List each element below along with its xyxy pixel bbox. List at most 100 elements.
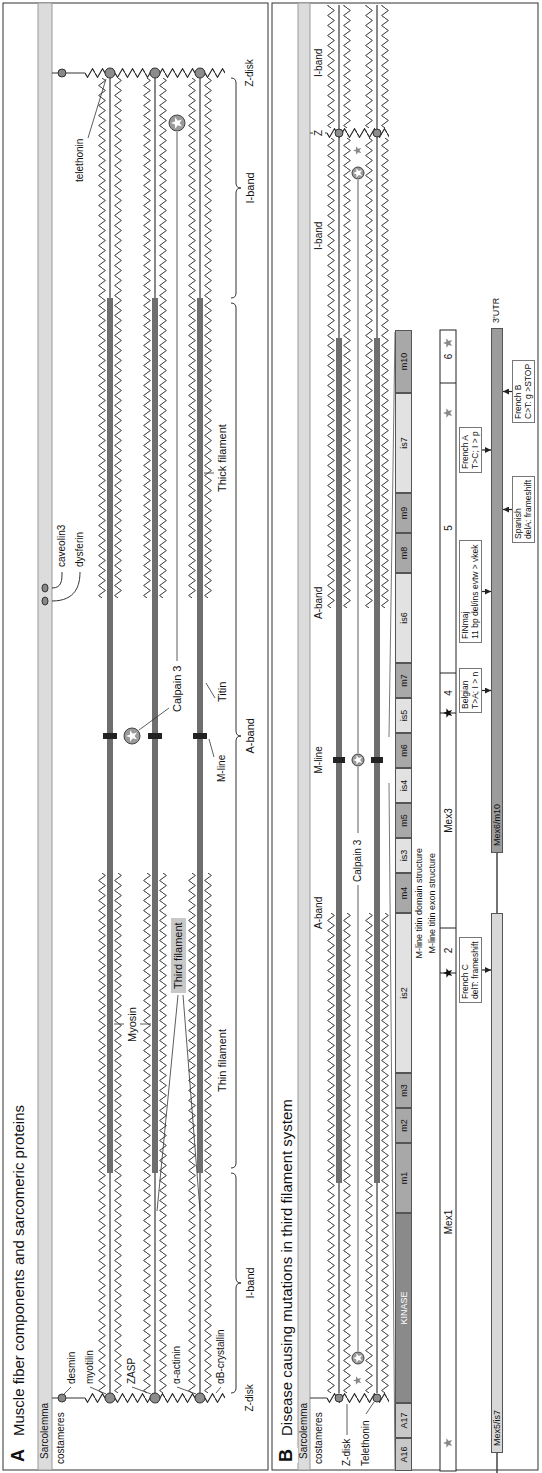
z-disk-protein xyxy=(373,129,381,137)
node-text: T>C; I > p xyxy=(471,431,481,469)
node-text: 11 bp del/ins evtw > vkek xyxy=(471,544,481,639)
gene-exon-box: Mex5/is7 xyxy=(491,913,503,1453)
node-text: m9 xyxy=(399,507,409,520)
leader-line xyxy=(366,1402,374,1414)
node-text: is5 xyxy=(399,710,409,722)
mutation-arrow xyxy=(503,509,512,510)
protein-label: desmin xyxy=(66,1351,78,1385)
z-disk-protein xyxy=(105,68,115,78)
band-label: A-band xyxy=(313,586,325,620)
leader-line xyxy=(177,132,178,661)
domain-segment: A16 xyxy=(395,1438,412,1471)
node-text: delT: frameshift xyxy=(471,941,481,999)
mutation-callout: French AT>C; I > p xyxy=(459,427,482,473)
star-mark xyxy=(353,755,362,765)
star-mark xyxy=(443,408,452,418)
mutation-arrow xyxy=(482,591,491,592)
band-label: A-band xyxy=(244,717,257,754)
membrane-protein xyxy=(58,1394,66,1402)
node-text: is2 xyxy=(399,987,409,999)
star-mark xyxy=(353,146,361,1385)
protein-label: Myosin xyxy=(126,1006,139,1043)
star-mark xyxy=(126,730,137,741)
domain-segment: m8 xyxy=(395,533,412,573)
leader-line xyxy=(358,767,359,833)
m-line-mark xyxy=(193,733,207,739)
node-text: delA: frameshift xyxy=(524,480,534,539)
star-mark xyxy=(171,117,182,128)
calpain-symbol xyxy=(352,1352,364,1364)
sarcolemma-bar xyxy=(38,3,310,1470)
node-text: Mex6/m10 xyxy=(492,804,502,846)
z-disk-protein xyxy=(335,1394,343,1402)
leader-line xyxy=(206,683,215,698)
node-text: Mex3 xyxy=(443,808,454,832)
track-label: M-line titin exon structure xyxy=(427,852,438,955)
domain-segment: A17 xyxy=(395,1403,412,1438)
gene-exon-box: Mex6/m10 xyxy=(491,328,503,853)
calpain-symbol xyxy=(124,728,140,744)
band-label: A-band xyxy=(313,896,325,930)
structure-label: costameres xyxy=(55,1411,67,1465)
star-mark xyxy=(353,146,361,155)
node-text: T>A; I > n xyxy=(471,672,481,709)
structure-label: Z-disk xyxy=(341,1438,353,1467)
band-label: Z-disk xyxy=(244,1383,256,1412)
protein-label: ZASP xyxy=(126,1357,138,1385)
thin-filament xyxy=(98,78,106,598)
band-label: Z-disk xyxy=(244,58,256,87)
leader-line xyxy=(140,1024,151,1025)
z-disk xyxy=(327,128,389,138)
panel-title: Muscle fiber components and sarcomeric p… xyxy=(10,1104,28,1437)
domain-segment: m6 xyxy=(395,733,412,768)
leader-line xyxy=(177,1387,196,1394)
panel-frame xyxy=(3,3,538,1470)
domain-segment: is2 xyxy=(395,913,412,1073)
panel-letter: A xyxy=(8,1448,30,1463)
membrane-protein xyxy=(42,69,66,1402)
thin-filament xyxy=(365,138,373,608)
z-disk xyxy=(85,68,389,1403)
thin-filament xyxy=(159,78,167,598)
thin-filament xyxy=(343,138,351,608)
mutation-arrow xyxy=(482,690,491,691)
band-label: Z xyxy=(313,129,325,137)
star-mark xyxy=(353,1376,361,1385)
node-text: 5 xyxy=(443,525,454,531)
z-disk-protein xyxy=(105,1393,115,1403)
thin-filament xyxy=(98,873,106,1393)
membrane-protein xyxy=(42,597,48,605)
structure-label: M-line xyxy=(216,754,228,783)
exon-bar xyxy=(440,383,456,384)
thin-filament xyxy=(204,873,212,1393)
domain-segment: is7 xyxy=(395,393,412,493)
thin-filament xyxy=(143,78,151,598)
thin-filament xyxy=(343,913,351,1393)
exon-segment: 2 xyxy=(440,928,456,973)
node-text: 2 xyxy=(443,948,454,954)
band-bracket xyxy=(231,78,241,1393)
leader-line xyxy=(358,885,359,1351)
protein-label: telethonin xyxy=(74,138,86,183)
leader-line xyxy=(216,1387,221,1393)
sarcolemma-bar xyxy=(38,3,52,1470)
z-disk-protein xyxy=(150,1393,160,1403)
mutation-callout: SpanishdelA: frameshift xyxy=(512,476,535,543)
node-text: C>T: g >STOP xyxy=(524,364,534,419)
band-label: I-band xyxy=(244,1266,257,1299)
node-text: FINmaj xyxy=(461,544,471,639)
m-line-mark xyxy=(148,733,162,739)
calpain-symbol xyxy=(352,754,364,766)
calpain-symbol xyxy=(124,115,364,1364)
node-text: m5 xyxy=(399,814,409,827)
node-text: Mex1 xyxy=(443,1210,454,1234)
domain-segment: m9 xyxy=(395,493,412,533)
m-line-mark xyxy=(333,757,345,763)
leader-line xyxy=(90,1387,106,1394)
node-text: is6 xyxy=(399,612,409,624)
z-disk-protein xyxy=(195,68,205,78)
domain-segment: is5 xyxy=(395,698,412,733)
leader-line xyxy=(132,1387,151,1394)
m-line-mark xyxy=(103,733,117,739)
